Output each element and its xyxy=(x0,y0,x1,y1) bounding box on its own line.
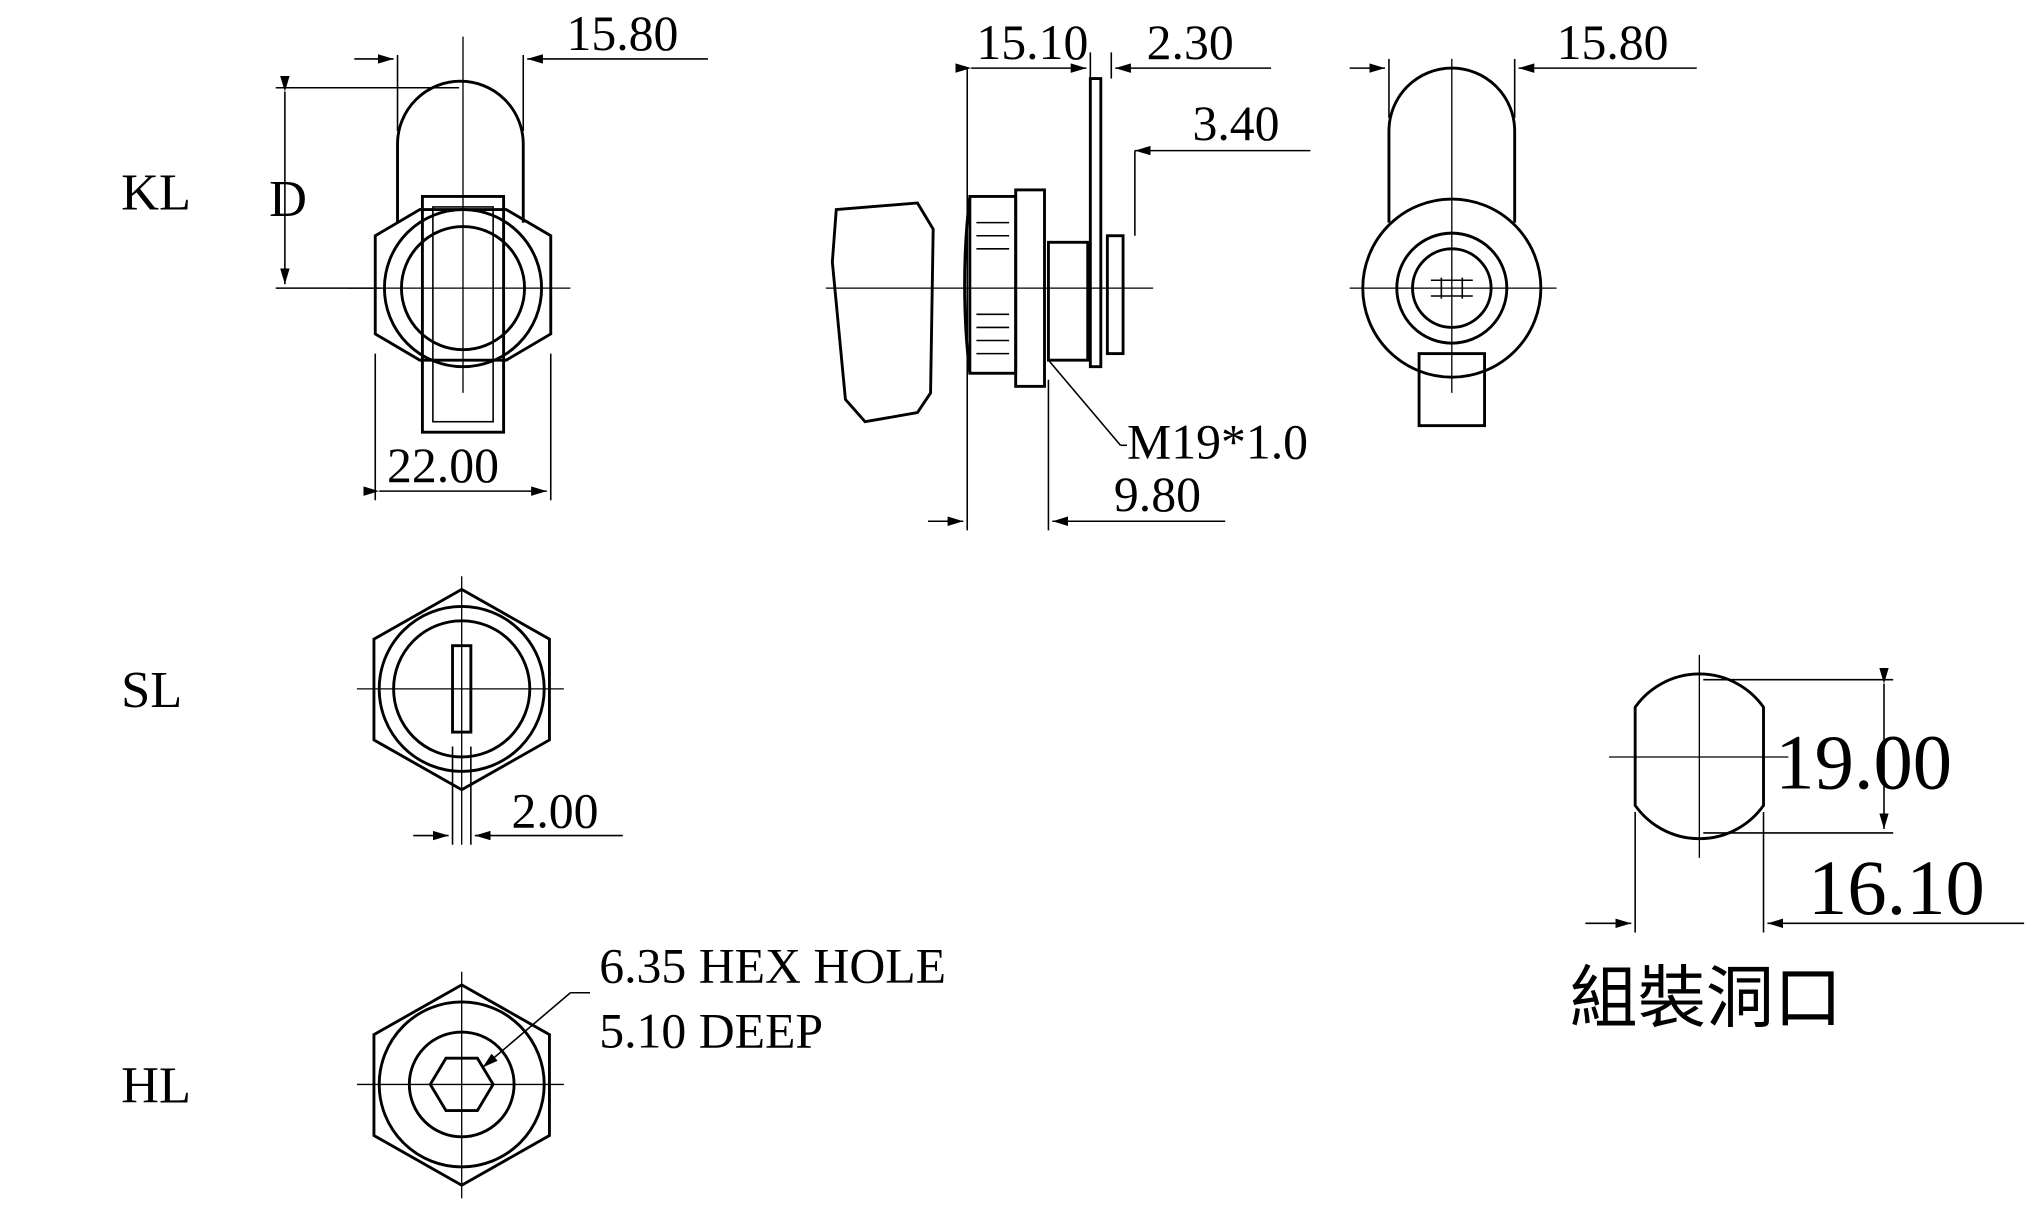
back-view: 15.80 xyxy=(1349,15,1697,428)
sl-label: SL xyxy=(121,661,182,719)
sl-slot-dim: 2.00 xyxy=(511,784,598,839)
side-dim-3-40: 3.40 xyxy=(1192,96,1279,151)
cutout-caption: 組裝洞口 xyxy=(1570,960,1842,1039)
hex-depth-note: 5.10 DEEP xyxy=(599,1004,823,1059)
hl-view: HL 6.35 HEX HOLE 5.10 DEEP xyxy=(121,938,946,1199)
back-top-dim: 15.80 xyxy=(1557,15,1669,70)
d-label: D xyxy=(269,170,307,228)
kl-front-view: KL D 15.80 22.00 xyxy=(121,6,708,501)
thread-lines xyxy=(976,221,1010,355)
side-dim-15-10: 15.10 xyxy=(976,15,1088,70)
side-dim-9-80: 9.80 xyxy=(1114,467,1201,522)
mounting-cutout: 19.00 16.10 組裝洞口 xyxy=(1570,654,2025,1039)
side-view: 15.10 2.30 3.40 M19*1.0 9.80 xyxy=(825,15,1311,531)
hl-label: HL xyxy=(121,1057,191,1115)
thread-spec: M19*1.0 xyxy=(1127,414,1308,469)
side-dim-2-30: 2.30 xyxy=(1147,15,1234,70)
kl-label: KL xyxy=(121,164,191,222)
kl-bottom-dim: 22.00 xyxy=(387,438,499,493)
kl-top-dim: 15.80 xyxy=(566,6,678,61)
cutout-height-dim: 19.00 xyxy=(1775,718,1952,805)
sl-view: SL 2.00 xyxy=(121,576,623,845)
cutout-width-dim: 16.10 xyxy=(1808,844,1985,931)
hex-hole-note: 6.35 HEX HOLE xyxy=(599,938,946,993)
